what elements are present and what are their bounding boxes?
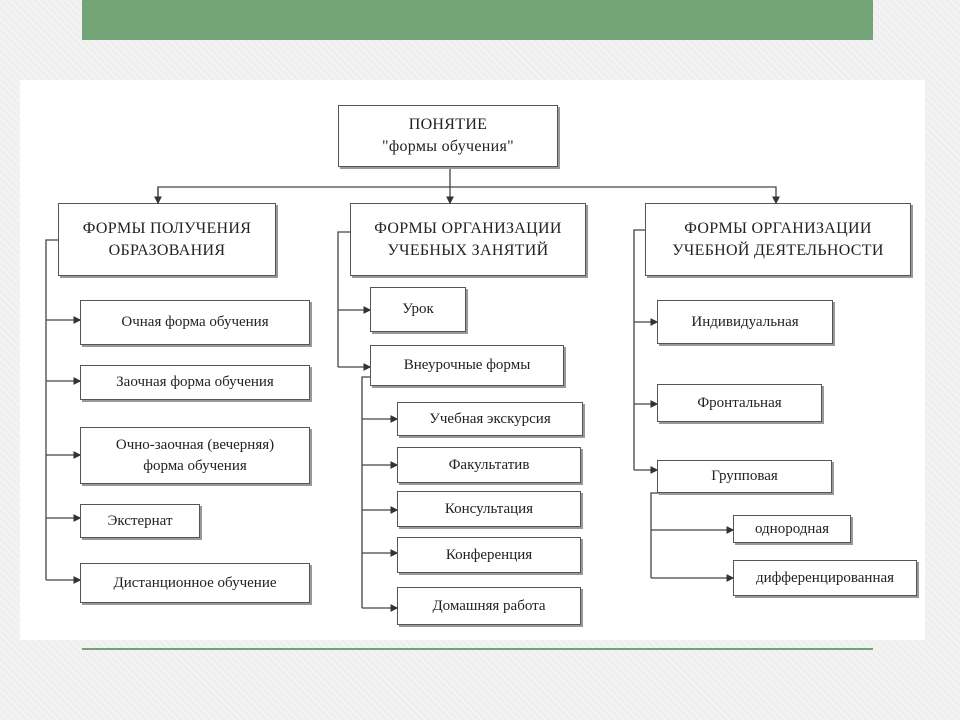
- slide-bottom-line: [82, 648, 873, 650]
- item-full-time: Очная форма обучения: [80, 300, 310, 345]
- item-individual: Индивидуальная: [657, 300, 833, 344]
- column-title-education-forms: ФОРМЫ ПОЛУЧЕНИЯ ОБРАЗОВАНИЯ: [58, 203, 276, 276]
- subitem-excursion: Учебная экскурсия: [397, 402, 583, 436]
- subitem-conference: Конференция: [397, 537, 581, 573]
- column-title-class-organization: ФОРМЫ ОРГАНИЗАЦИИ УЧЕБНЫХ ЗАНЯТИЙ: [350, 203, 586, 276]
- subitem-homogeneous: однородная: [733, 515, 851, 543]
- item-extracurricular: Внеурочные формы: [370, 345, 564, 386]
- item-lesson: Урок: [370, 287, 466, 332]
- root-concept-box: ПОНЯТИЕ "формы обучения": [338, 105, 558, 167]
- column-title-activity-organization: ФОРМЫ ОРГАНИЗАЦИИ УЧЕБНОЙ ДЕЯТЕЛЬНОСТИ: [645, 203, 911, 276]
- slide-top-bar: [82, 0, 873, 40]
- subitem-differentiated: дифференцированная: [733, 560, 917, 596]
- item-frontal: Фронтальная: [657, 384, 822, 422]
- subitem-homework: Домашняя работа: [397, 587, 581, 625]
- item-evening: Очно-заочная (вечерняя) форма обучения: [80, 427, 310, 484]
- item-group: Групповая: [657, 460, 832, 493]
- item-distance: Дистанционное обучение: [80, 563, 310, 603]
- item-externship: Экстернат: [80, 504, 200, 538]
- subitem-consultation: Консультация: [397, 491, 581, 527]
- item-correspondence: Заочная форма обучения: [80, 365, 310, 400]
- subitem-elective: Факультатив: [397, 447, 581, 483]
